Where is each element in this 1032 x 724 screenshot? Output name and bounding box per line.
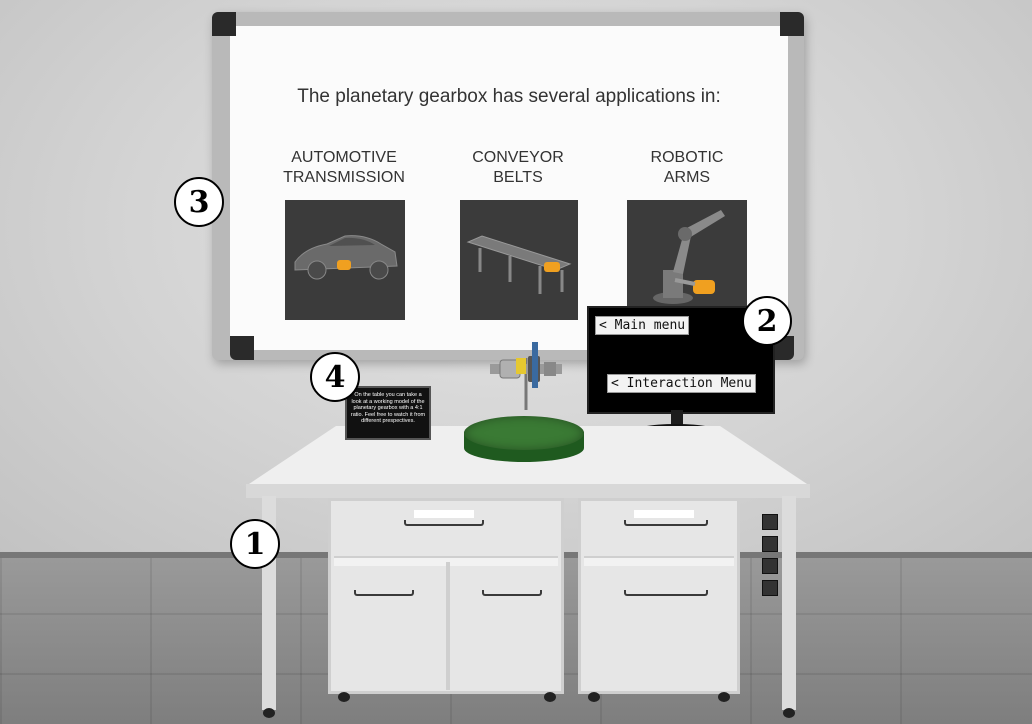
conveyor-belt-icon: [460, 200, 578, 320]
power-socket: [762, 514, 778, 530]
main-menu-button[interactable]: < Main menu: [595, 316, 690, 335]
power-socket: [762, 536, 778, 552]
door-handle[interactable]: [482, 590, 542, 596]
cabinet-shelf: [584, 556, 734, 566]
cabinet-shelf: [334, 556, 558, 566]
power-socket: [762, 558, 778, 574]
label-line: ROBOTIC: [650, 149, 724, 166]
board-corner: [230, 336, 254, 360]
cabinet-light: [414, 510, 474, 518]
robotic-arm-icon: [627, 200, 747, 308]
car-gearbox-icon: [285, 200, 405, 320]
caster-wheel: [263, 708, 275, 718]
cabinet-divider: [446, 562, 450, 690]
door-handle[interactable]: [354, 590, 414, 596]
board-corner: [780, 12, 804, 36]
cabinet-right: [578, 498, 740, 694]
drawer-handle[interactable]: [404, 520, 484, 526]
label-line: CONVEYOR: [472, 149, 564, 166]
caster-wheel: [588, 692, 600, 702]
caster-wheel: [783, 708, 795, 718]
application-label-conveyor: CONVEYOR BELTS: [433, 148, 603, 188]
planetary-gearbox-model[interactable]: [486, 338, 566, 412]
label-line: BELTS: [493, 169, 543, 186]
application-label-robotic: ROBOTIC ARMS: [602, 148, 772, 188]
table-leg: [782, 496, 796, 710]
label-line: TRANSMISSION: [283, 169, 405, 186]
whiteboard-title: The planetary gearbox has several applic…: [297, 86, 721, 107]
info-sign: On the table you can take a look at a wo…: [345, 386, 431, 440]
caster-wheel: [718, 692, 730, 702]
interaction-menu-button[interactable]: < Interaction Menu: [607, 374, 756, 393]
label-line: ARMS: [663, 169, 711, 186]
label-line: AUTOMOTIVE: [291, 149, 397, 166]
drawer-handle[interactable]: [624, 590, 708, 596]
callout-2: 2: [742, 296, 792, 346]
model-platform-top: [464, 416, 584, 450]
caster-wheel: [544, 692, 556, 702]
callout-4: 4: [310, 352, 360, 402]
drawer-handle[interactable]: [624, 520, 708, 526]
caster-wheel: [338, 692, 350, 702]
power-socket: [762, 580, 778, 596]
callout-3: 3: [174, 177, 224, 227]
application-label-automotive: AUTOMOTIVE TRANSMISSION: [259, 148, 429, 188]
table-edge: [246, 484, 810, 498]
board-corner: [212, 12, 236, 36]
cabinet-light: [634, 510, 694, 518]
callout-1: 1: [230, 519, 280, 569]
